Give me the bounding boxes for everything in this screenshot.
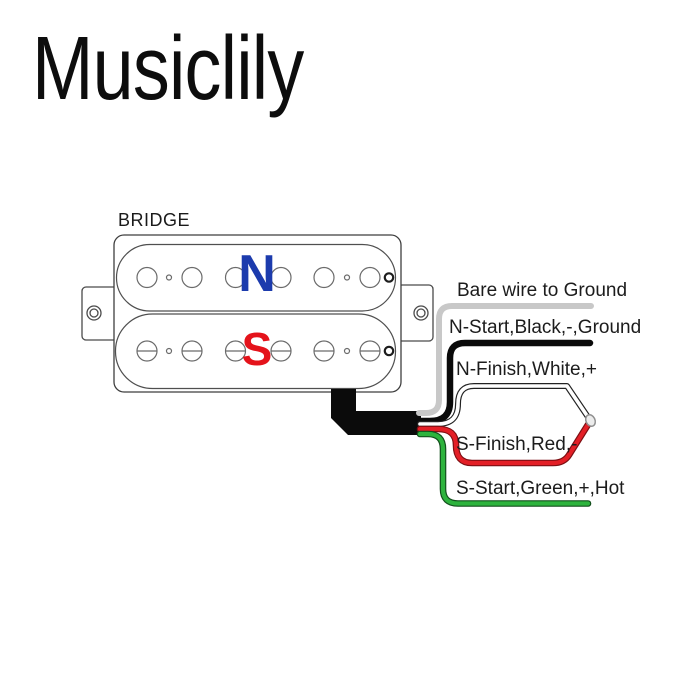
coil-north (115, 243, 397, 312)
pole-dot (165, 274, 173, 281)
pole-pieces-north (136, 266, 395, 289)
tab-screw-hole-right-inner (416, 308, 426, 318)
solder-joint (584, 413, 597, 428)
eyelet-ring (383, 345, 395, 357)
s-start-wire-label: S-Start,Green,+,Hot (456, 478, 625, 499)
bare-wire-label: Bare wire to Ground (457, 280, 628, 301)
pickup-position-label: BRIDGE (118, 210, 191, 230)
bare-wire (416, 303, 594, 416)
pole-piece (136, 266, 158, 289)
red-wire (417, 420, 592, 466)
eyelet-ring (383, 272, 395, 283)
pole-piece (270, 266, 292, 289)
pole-dot (165, 347, 173, 355)
pole-piece (224, 266, 247, 289)
brand-logo: Musiclily (32, 19, 304, 119)
pole-pieces-south (136, 340, 395, 362)
s-finish-wire-label: S-Finish,Red,- (456, 434, 578, 455)
magnet-north-label: N (238, 245, 276, 303)
green-wire (417, 431, 591, 506)
tab-screw-hole-left-inner (89, 308, 99, 318)
pole-dot (343, 347, 351, 355)
n-start-wire-label: N-Start,Black,-,Ground (449, 317, 642, 338)
black-wire (415, 339, 594, 425)
n-finish-wire-label: N-Finish,White,+ (456, 359, 597, 380)
mounting-tab-right (397, 284, 434, 342)
pickup-output-cable (331, 389, 421, 435)
pole-piece (313, 266, 335, 289)
pole-piece (359, 266, 381, 289)
coil-south (114, 313, 397, 390)
pole-dot (343, 274, 351, 281)
pole-piece (181, 266, 203, 289)
white-wire (418, 384, 592, 426)
magnet-south-label: S (241, 323, 273, 375)
